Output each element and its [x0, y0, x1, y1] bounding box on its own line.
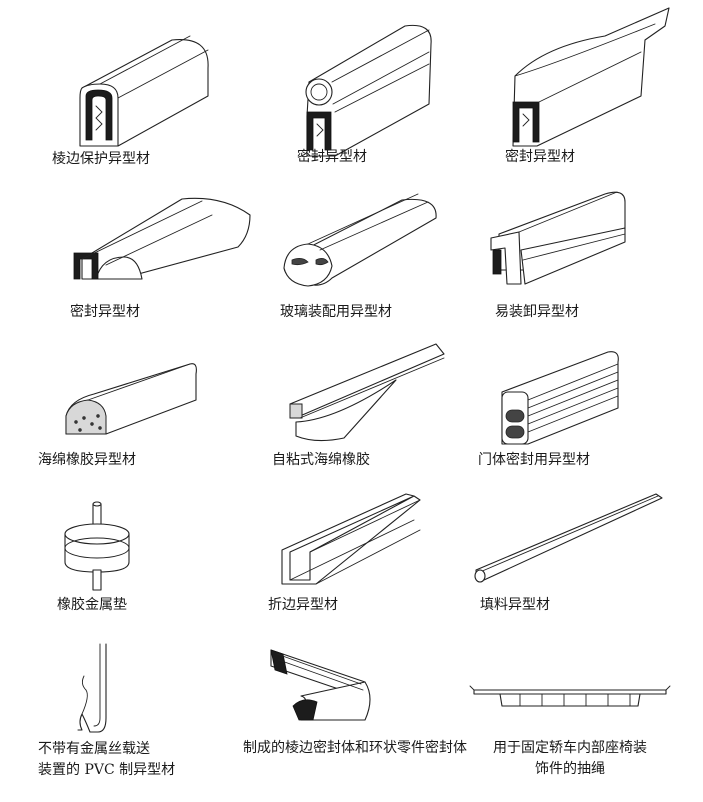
- glass-assembly-profile-drawing: [283, 193, 437, 287]
- caption-drawstring-line2: 饰件的抽绳: [535, 761, 605, 777]
- caption-edge-ring-seal: 制成的棱边密封体和环状零件密封体: [243, 740, 467, 756]
- profile-drawstring: 用于固定轿车内部座椅装 饰件的抽绳: [469, 660, 690, 782]
- caption-edge-protection: 棱边保护异型材: [52, 151, 150, 167]
- caption-easy-mount: 易装卸异型材: [495, 304, 579, 320]
- profile-filler: 填料异型材: [470, 488, 670, 618]
- profile-sponge-rubber: 海绵橡胶异型材: [38, 360, 220, 472]
- profile-flange: 折边异型材: [268, 490, 446, 618]
- edge-ring-seal-drawing: [270, 649, 371, 721]
- caption-seal-1: 密封异型材: [297, 149, 367, 165]
- caption-rubber-metal-mount: 橡胶金属垫: [57, 597, 127, 613]
- pvc-profile-drawing: [77, 643, 107, 733]
- seal-profile-3-drawing: [73, 197, 251, 280]
- caption-glass-assembly: 玻璃装配用异型材: [280, 304, 392, 320]
- profile-pvc-no-wire: 不带有金属丝载送 装置的 PVC 制异型材: [38, 640, 208, 782]
- caption-sponge-rubber: 海绵橡胶异型材: [38, 452, 136, 468]
- caption-door-seal: 门体密封用异型材: [478, 452, 590, 468]
- seal-profile-1-drawing: [305, 24, 432, 157]
- seal-profile-2-drawing: [512, 7, 670, 147]
- profile-seal-2: 密封异型材: [505, 6, 675, 178]
- profile-glass-assembly: 玻璃装配用异型材: [278, 193, 448, 332]
- profile-edge-protection: 棱边保护异型材: [52, 28, 230, 178]
- caption-pvc-line1: 不带有金属丝载送: [38, 741, 150, 757]
- caption-filler: 填料异型材: [480, 597, 550, 613]
- profile-easy-mount: 易装卸异型材: [485, 188, 635, 332]
- filler-profile-drawing: [474, 493, 663, 583]
- caption-pvc-line2: 装置的 PVC 制异型材: [38, 762, 176, 778]
- self-adhesive-sponge-profile-drawing: [289, 343, 445, 442]
- profile-self-adhesive-sponge: 自粘式海绵橡胶: [272, 340, 456, 472]
- caption-seal-2: 密封异型材: [505, 149, 575, 165]
- flange-profile-drawing: [281, 493, 421, 585]
- profile-seal-3: 密封异型材: [62, 195, 262, 330]
- rubber-metal-mount: 橡胶金属垫: [55, 498, 175, 618]
- sponge-rubber-profile-drawing: [65, 363, 197, 435]
- easy-mount-profile-drawing: [490, 191, 626, 285]
- profile-edge-ring-seal: 制成的棱边密封体和环状零件密封体: [215, 640, 495, 760]
- profile-seal-1: 密封异型材: [295, 20, 445, 178]
- profile-door-seal: 门体密封用异型材: [478, 348, 640, 472]
- door-seal-profile-drawing: [501, 351, 619, 445]
- drawstring-drawing: [469, 685, 671, 707]
- caption-self-adhesive-sponge: 自粘式海绵橡胶: [272, 452, 370, 468]
- caption-flange: 折边异型材: [268, 597, 338, 613]
- rubber-metal-mount-drawing: [64, 501, 130, 591]
- caption-drawstring-line1: 用于固定轿车内部座椅装: [493, 740, 647, 756]
- edge-protection-profile-drawing: [79, 35, 209, 147]
- caption-seal-3: 密封异型材: [70, 304, 140, 320]
